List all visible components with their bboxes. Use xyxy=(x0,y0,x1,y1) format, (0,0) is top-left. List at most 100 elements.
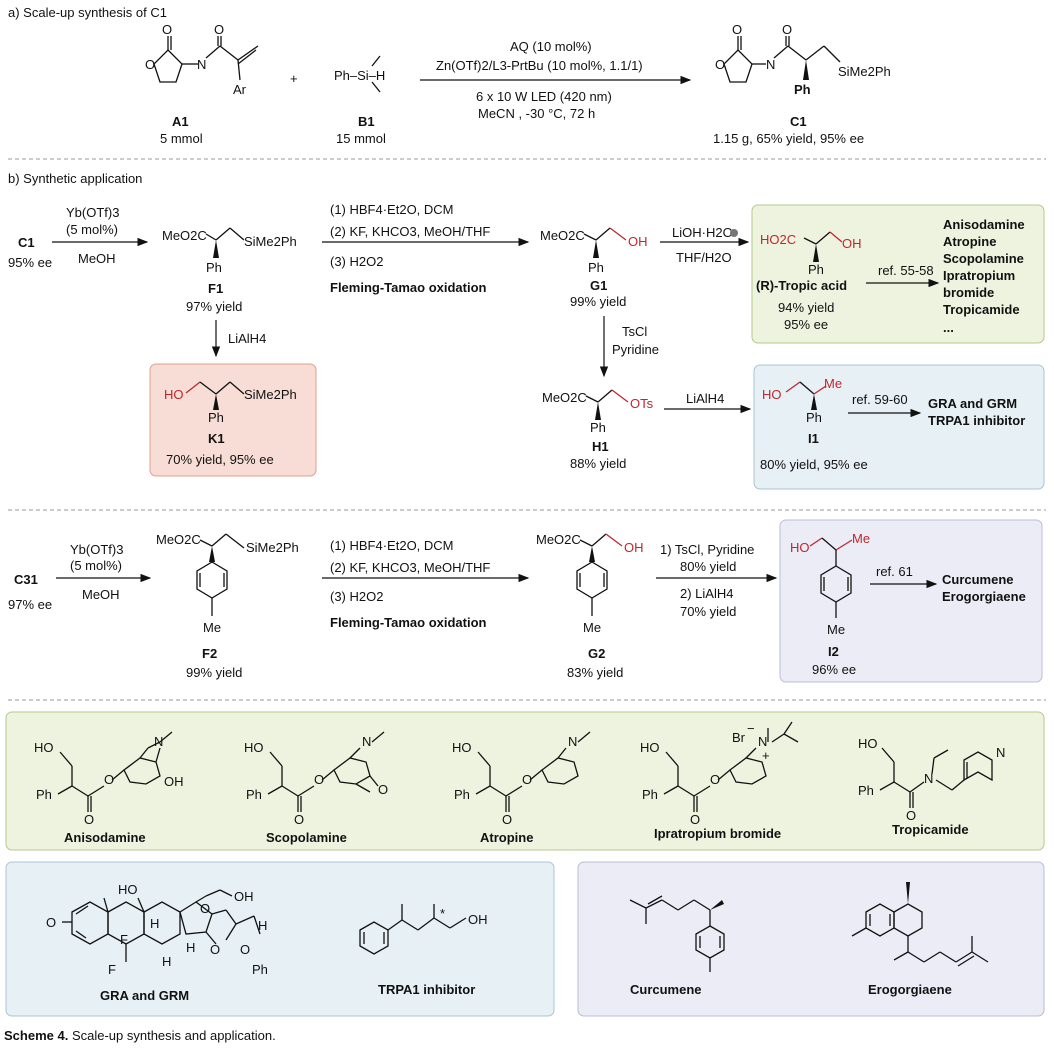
i1-box xyxy=(753,364,1045,490)
structure-i2: HO Me Me xyxy=(790,531,870,637)
i2-ee: 96% ee xyxy=(812,662,856,677)
g1-label: G1 xyxy=(590,278,607,293)
f2-me: Me xyxy=(203,620,221,635)
structure-trpa1: OH * xyxy=(359,904,488,955)
i2-box xyxy=(779,519,1043,683)
structure-curcumene xyxy=(629,895,725,972)
plus-sign: + xyxy=(290,71,298,86)
row1-fleming-line3: (3) H2O2 xyxy=(330,254,383,269)
row1-reduction2-reagent: LiAlH4 xyxy=(686,391,724,406)
c1-silyl: SiMe2Ph xyxy=(838,64,891,79)
c1-acyl-o: O xyxy=(782,22,792,37)
a1-n: N xyxy=(197,57,206,72)
erogorgiaene-name: Erogorgiaene xyxy=(868,982,952,997)
gra-h4: H xyxy=(258,918,267,933)
g1-oh: OH xyxy=(628,234,648,249)
g2-label: G2 xyxy=(588,646,605,661)
tropic-ee: 95% ee xyxy=(784,317,828,332)
target2-0: GRA and GRM xyxy=(928,396,1017,411)
anisodamine-name: Anisodamine xyxy=(64,830,146,845)
anisodamine-ph: Ph xyxy=(36,787,52,802)
atropine-ph: Ph xyxy=(454,787,470,802)
g2-yield: 83% yield xyxy=(567,665,623,680)
row1-start-id: C1 xyxy=(18,235,35,250)
ipratropium-plus: + xyxy=(762,748,770,763)
gra-oh: OH xyxy=(234,889,254,904)
scopolamine-o: O xyxy=(294,812,304,827)
green-structures-panel xyxy=(5,711,1045,851)
b1-amount: 15 mmol xyxy=(336,131,386,146)
row2-step1-loading: (5 mol%) xyxy=(70,558,122,573)
row2-conv-line3: 2) LiAlH4 xyxy=(680,586,733,601)
row2-start-id: C31 xyxy=(14,572,38,587)
caption-text: Scale-up synthesis and application. xyxy=(68,1028,275,1043)
g2-ester: MeO2C xyxy=(536,532,581,547)
structure-a1: O O N O Ar xyxy=(145,22,259,97)
ipratropium-name: Ipratropium bromide xyxy=(654,826,781,841)
row1-reduction-reagent: LiAlH4 xyxy=(228,331,266,346)
target1-0: Anisodamine xyxy=(943,217,1025,232)
a1-label: A1 xyxy=(172,114,189,129)
row1-start-ee: 95% ee xyxy=(8,255,52,270)
row2-conv-line1: 1) TsCl, Pyridine xyxy=(660,542,754,557)
i1-label: I1 xyxy=(808,431,819,446)
a1-ring-o: O xyxy=(145,57,155,72)
structure-g1: MeO2C OH Ph xyxy=(540,227,648,275)
atropine-name: Atropine xyxy=(480,830,533,845)
scopolamine-name: Scopolamine xyxy=(266,830,347,845)
anisodamine-ho: HO xyxy=(34,740,54,755)
tropicamide-ho: HO xyxy=(858,736,878,751)
gra-f1: F xyxy=(120,932,128,947)
row2-conv-line4: 70% yield xyxy=(680,604,736,619)
gra-ho: HO xyxy=(118,882,138,897)
k1-result: 70% yield, 95% ee xyxy=(166,452,274,467)
structure-k1: HO SiMe2Ph Ph xyxy=(164,381,297,425)
structure-f2: MeO2C SiMe2Ph Me xyxy=(156,532,299,635)
tropic-ref: ref. 55-58 xyxy=(878,263,934,278)
i1-me: Me xyxy=(824,376,842,391)
i2-me2: Me xyxy=(827,622,845,637)
k1-silyl: SiMe2Ph xyxy=(244,387,297,402)
tropicamide-ph: Ph xyxy=(858,783,874,798)
row1-hydrolysis-line1: LiOH·H2O xyxy=(672,225,733,240)
structure-f1: MeO2C SiMe2Ph Ph xyxy=(162,227,297,275)
f2-ester: MeO2C xyxy=(156,532,201,547)
row1-step1-loading: (5 mol%) xyxy=(66,222,118,237)
f1-yield: 97% yield xyxy=(186,299,242,314)
c1-label: C1 xyxy=(790,114,807,129)
structure-ipratropium: HO Ph O O N Br − + xyxy=(640,721,799,827)
tosyl-line1: TsCl xyxy=(622,324,647,339)
structure-g2: MeO2C OH Me xyxy=(536,532,644,635)
structure-scopolamine: HO Ph O O N O xyxy=(244,731,388,827)
anisodamine-n: N xyxy=(154,734,163,749)
k1-ho: HO xyxy=(164,387,184,402)
target1-6: ... xyxy=(943,320,954,335)
a1-amount: 5 mmol xyxy=(160,131,203,146)
structure-h1: MeO2C OTs Ph xyxy=(542,389,654,435)
structure-atropine: HO Ph O O N xyxy=(452,731,591,827)
row2-start-ee: 97% ee xyxy=(8,597,52,612)
row2-fleming-name: Fleming-Tamao oxidation xyxy=(330,615,487,630)
f1-ph: Ph xyxy=(206,260,222,275)
tropic-yield: 94% yield xyxy=(778,300,834,315)
k1-box xyxy=(149,363,317,477)
ipratropium-o: O xyxy=(690,812,700,827)
tropicamide-name: Tropicamide xyxy=(892,822,969,837)
ipratropium-n: N xyxy=(758,734,767,749)
trpa1-name: TRPA1 inhibitor xyxy=(378,982,475,997)
cond-a-line2: Zn(OTf)2/L3-PrtBu (10 mol%, 1.1/1) xyxy=(436,58,643,73)
gra-keto-o: O xyxy=(200,901,210,916)
cond-a-line1: AQ (10 mol%) xyxy=(510,39,592,54)
row1-fleming-name: Fleming-Tamao oxidation xyxy=(330,280,487,295)
atropine-o2: O xyxy=(522,772,532,787)
atropine-n: N xyxy=(568,734,577,749)
target1-1: Atropine xyxy=(943,234,996,249)
gra-grm-name: GRA and GRM xyxy=(100,988,189,1003)
row1-fleming-line1: (1) HBF4·Et2O, DCM xyxy=(330,202,454,217)
anisodamine-oh: OH xyxy=(164,774,184,789)
g1-yield: 99% yield xyxy=(570,294,626,309)
row2-fleming-line3: (3) H2O2 xyxy=(330,589,383,604)
f1-ester: MeO2C xyxy=(162,228,207,243)
ipratropium-ho: HO xyxy=(640,740,660,755)
cond-a-line3: 6 x 10 W LED (420 nm) xyxy=(476,89,612,104)
